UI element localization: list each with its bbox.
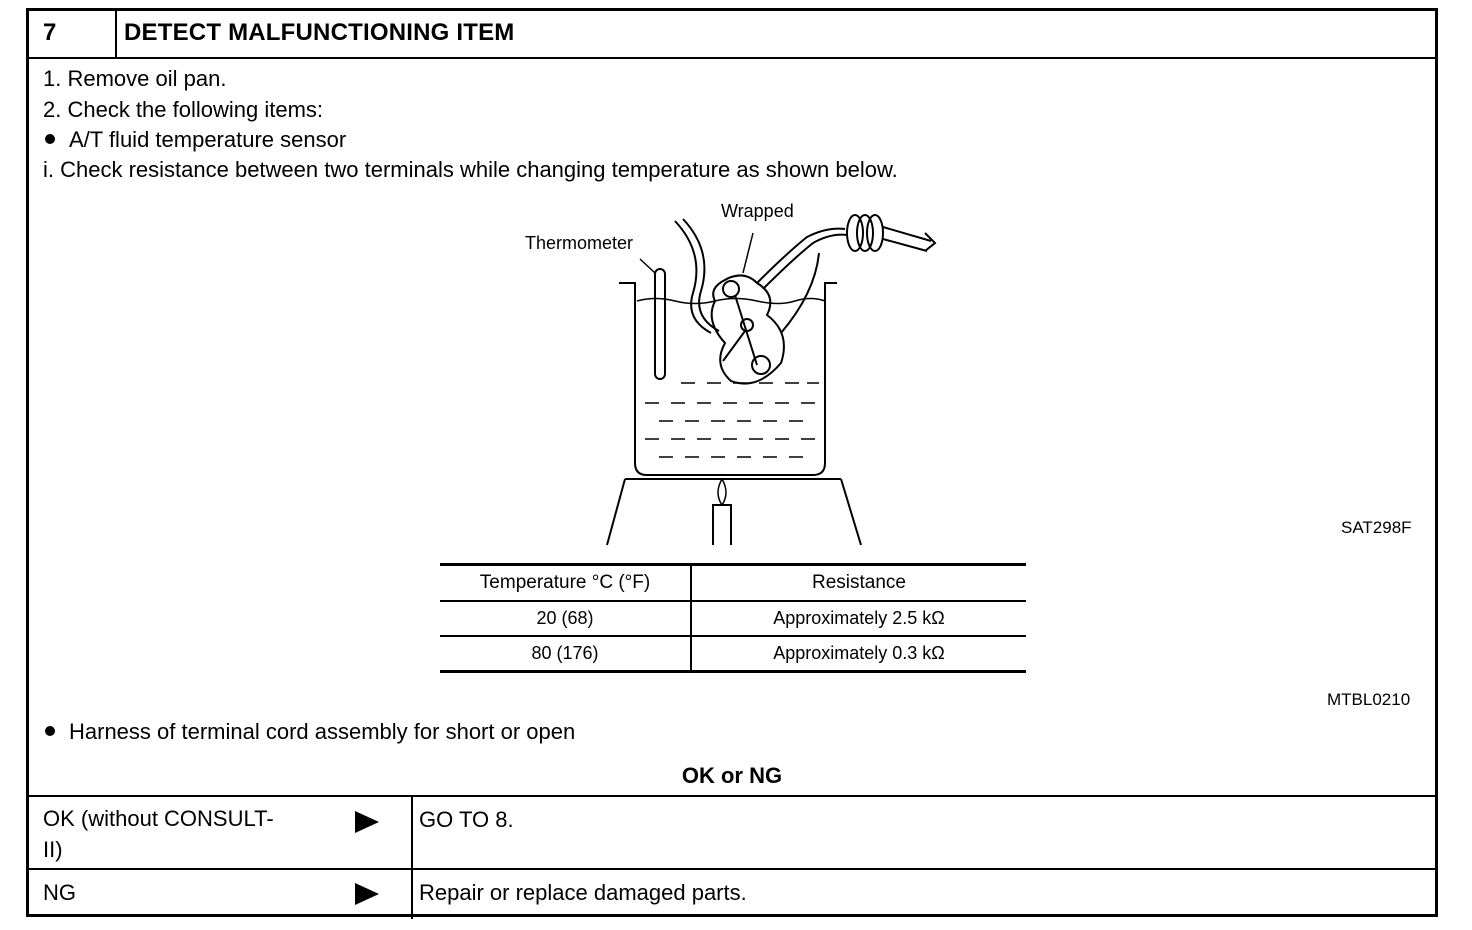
result-row-ng: NG Repair or replace damaged parts.	[29, 868, 1435, 919]
decision-label: OK or NG	[681, 763, 783, 788]
instruction-line-3: i. Check resistance between two terminal…	[43, 157, 898, 182]
instruction-bullet-1: A/T fluid temperature sensor	[45, 127, 346, 153]
step-title: DETECT MALFUNCTIONING ITEM	[124, 19, 515, 46]
bullet-1-text: A/T fluid temperature sensor	[69, 127, 347, 152]
cell-temperature: 20 (68)	[440, 601, 692, 637]
result-divider	[411, 797, 413, 870]
col-header-temperature: Temperature °C (°F)	[440, 564, 692, 602]
header-divider	[115, 11, 117, 57]
thermometer-label: Thermometer	[525, 233, 633, 253]
instruction-bullet-2: Harness of terminal cord assembly for sh…	[45, 719, 575, 745]
bullet-dot-icon	[45, 726, 55, 737]
result-action-ok: GO TO 8.	[419, 807, 514, 832]
condition-line-1: OK (without CONSULT-	[43, 806, 274, 831]
result-condition-ng: NG	[43, 880, 76, 905]
right-arrow-icon	[355, 883, 379, 905]
result-action-ng: Repair or replace damaged parts.	[419, 880, 747, 905]
instruction-line-2: 2. Check the following items:	[43, 97, 324, 122]
result-row-ok: OK (without CONSULT- II) GO TO 8.	[29, 795, 1435, 870]
figure-code: SAT298F	[1341, 518, 1412, 537]
table-row: 20 (68) Approximately 2.5 kΩ	[440, 601, 1026, 637]
step-header: 7 DETECT MALFUNCTIONING ITEM	[29, 11, 1435, 59]
col-header-resistance: Resistance	[691, 564, 1026, 602]
condition-line-2: II)	[43, 837, 63, 862]
table-code: MTBL0210	[1327, 690, 1411, 709]
procedure-box: 7 DETECT MALFUNCTIONING ITEM 1. Remove o…	[26, 8, 1438, 919]
right-arrow-icon	[355, 811, 379, 833]
table-header-row: Temperature °C (°F) Resistance	[440, 564, 1026, 602]
cell-temperature: 80 (176)	[440, 636, 692, 672]
result-divider	[411, 870, 413, 919]
step-number: 7	[43, 19, 57, 46]
wrapped-label: Wrapped	[721, 201, 794, 221]
bullet-2-text: Harness of terminal cord assembly for sh…	[69, 719, 576, 744]
bullet-dot-icon	[45, 134, 55, 145]
result-condition-ok: OK (without CONSULT- II)	[43, 803, 274, 865]
table-row: 80 (176) Approximately 0.3 kΩ	[440, 636, 1026, 672]
sensor-test-illustration: Thermometer Wrapped	[525, 201, 937, 546]
cell-resistance: Approximately 2.5 kΩ	[691, 601, 1026, 637]
cell-resistance: Approximately 0.3 kΩ	[773, 643, 945, 663]
instruction-line-1: 1. Remove oil pan.	[43, 66, 227, 91]
resistance-table: Temperature °C (°F) Resistance 20 (68) A…	[440, 563, 1026, 673]
